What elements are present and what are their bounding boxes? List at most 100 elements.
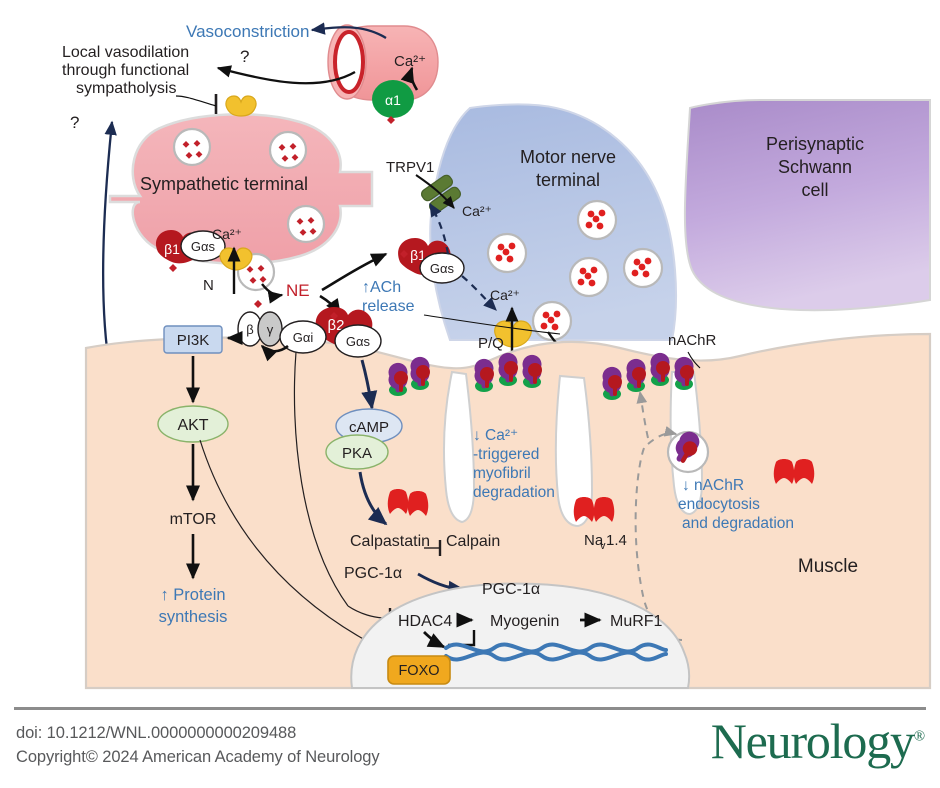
sympathetic-top-channel [225,95,257,117]
schwann-title-3: cell [801,180,828,200]
ne-release-arrow [261,283,284,304]
n-channel [219,246,253,294]
vasodilation-line2: through functional [62,62,189,79]
endo-l3: and degradation [682,515,794,532]
ach-release-leader [423,314,561,335]
pq-channel [494,306,532,352]
gas-motor-bubble [419,252,465,284]
endo-l2: endocytosis [678,496,760,513]
vasoconstriction-arrow [310,22,387,39]
ca-degrad-l4: degradation [473,484,555,501]
nav14-channels-right [773,459,815,484]
muscle-title: Muscle [798,556,858,577]
nav-label-num: 1.4 [606,532,627,549]
akt-label: AKT [177,417,208,434]
ne-dot-3 [330,312,338,320]
gas-muscle-label: Gαs [346,334,371,349]
ca-degrad-l2: -triggered [473,446,539,463]
sympathetic-terminal: Sympathetic terminal [108,94,374,294]
gas-symp-bubble [180,230,226,262]
g-beta-label: β [246,322,253,337]
hdac4-label: HDAC4 [398,613,452,630]
endo-l1: ↓ nAChR [682,477,744,494]
gai-bubble [279,320,327,354]
alpha1-label: α1 [385,92,401,108]
footer-divider [14,707,926,710]
endocytosis-dashed-arrow [647,426,678,445]
calpastatin-label: Calpastatin [350,533,430,550]
murf1-to-endocytosis-dashed [634,447,683,641]
muscle-cell: Muscle [84,307,932,690]
dna-helix [444,642,668,662]
nav-label-sub: v [600,540,606,552]
neurology-logo-text: Neurology [710,713,915,769]
question-mark-2: ? [70,113,79,132]
foxo-label: FOXO [398,663,439,679]
nachr-cluster-right [602,352,695,400]
citation-block: doi: 10.1212/WNL.0000000000209488 Copyri… [16,722,380,770]
question-mark-1: ? [240,47,249,66]
trpv1-label: TRPV1 [386,159,434,176]
motor-pq-calcium-label: Ca²⁺ [490,287,520,303]
motor-terminal-title-2: terminal [536,170,600,190]
ach-release-line2: release [362,298,415,315]
pi3k-node: PI3K [163,325,223,354]
motor-nerve-terminal: Motor nerve terminal [386,103,677,352]
beta1-motor-label: β1 [410,247,426,263]
gas-symp-label: Gαs [191,239,216,254]
protein-synthesis-l1: ↑ Protein [160,586,225,604]
sympatholysis-arrow [102,120,117,371]
vasodilation-label: Local vasodilation through functional sy… [62,44,189,97]
akt-node: AKT [157,405,229,443]
akt-to-foxo-line [199,439,377,647]
pgc1a-nucleus-label: PGC-1α [482,581,540,598]
nachr-label: nAChR [668,332,717,349]
sympathetic-terminal-title: Sympathetic terminal [140,174,308,194]
internalization-dashed [636,390,649,439]
endocytic-vesicle [666,430,710,474]
nachr-leader [687,351,701,369]
motor-terminal-title-1: Motor nerve [520,147,616,167]
trpv1-ca-arrow [415,174,455,209]
vasodilation-arrow [216,65,356,85]
blood-vessel: Ca²⁺ α1 [327,24,439,124]
vasodilation-line1: Local vasodilation [62,44,189,61]
vessel-calcium-label: Ca²⁺ [394,53,426,70]
nav14-channels-center [573,497,615,522]
figure-footer: doi: 10.1212/WNL.0000000000209488 Copyri… [0,700,940,788]
sympatholysis-leader [175,95,217,107]
schwann-title-1: Perisynaptic [766,134,864,154]
pq-channel-label: P/Q [478,335,504,352]
vasodilation-line3: sympatholysis [76,80,176,97]
gai-label: Gαi [293,330,314,345]
ca-degrad-l3: myofibril [473,465,531,482]
hdac4-to-dna-arrow [423,631,446,649]
perisynaptic-schwann-cell: Perisynaptic Schwann cell [683,99,931,312]
mtor-label: mTOR [170,511,217,528]
gas-to-trpv1-dashed [429,202,450,255]
motor-trpv-calcium-label: Ca²⁺ [462,203,492,219]
beta1-symp-label: β1 [164,241,180,257]
pgc1a-cytoplasm-label: PGC-1α [344,565,402,582]
n-channel-label: N [203,277,214,294]
endocytosis-label: ↓ nAChR endocytosis and degradation [678,477,794,532]
calcium-degradation-label: ↓ Ca²⁺ -triggered myofibril degradation [473,427,555,501]
g-gamma-label: γ [267,322,274,337]
mechanism-diagram: Ca²⁺ α1 Vasoconstriction Local vasodilat… [62,22,932,690]
pka-label: PKA [342,445,372,462]
symp-calcium-label: Ca²⁺ [212,226,242,242]
doi-text: doi: 10.1212/WNL.0000000000209488 [16,724,297,742]
ca-degrad-l1: ↓ Ca²⁺ [473,427,518,444]
nachr-cluster-center [474,352,543,392]
ne-dot-2 [254,300,262,308]
neurology-logo: Neurology® [710,713,925,769]
vasoconstriction-label: Vasoconstriction [186,22,309,41]
ach-release-line1: ↑ACh [362,279,401,296]
alpha1-receptor [372,80,414,118]
nav14-label: Na v 1.4 [584,532,627,552]
gas-to-camp-arrow [360,359,378,410]
pka-node: PKA [325,434,389,470]
pi3k-label: PI3K [177,332,210,349]
pka-to-calpastatin-arrow [358,471,388,526]
